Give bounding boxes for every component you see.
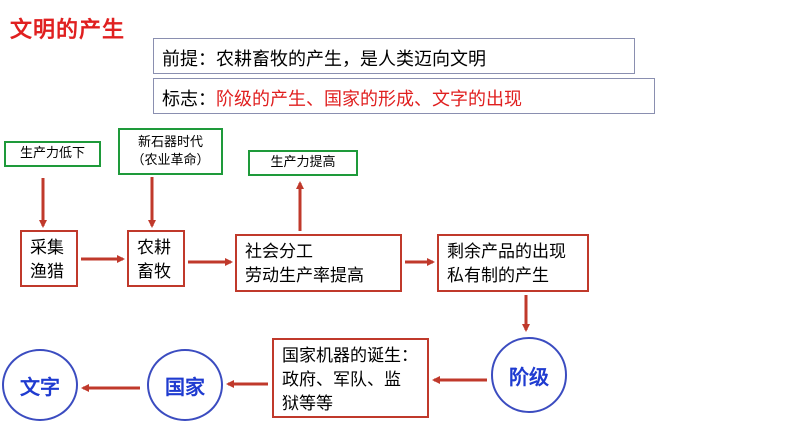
division-box: 社会分工 劳动生产率提高: [235, 234, 402, 292]
neolithic-line1: 新石器时代: [137, 135, 203, 150]
neolithic-box: 新石器时代 （农业革命）: [118, 128, 223, 175]
gathering-line1: 采集: [30, 238, 64, 258]
state-machine-line2: 政府、军队、监: [282, 370, 401, 390]
premise-label: 前提：: [162, 49, 216, 70]
division-line1: 社会分工: [245, 242, 313, 262]
sign-text: 阶级的产生、国家的形成、文字的出现: [216, 89, 522, 110]
surplus-line1: 剩余产品的出现: [447, 242, 566, 262]
productivity-up-text: 生产力提高: [270, 155, 336, 170]
state-machine-line3: 狱等等: [282, 394, 333, 414]
page-title: 文明的产生: [10, 18, 126, 43]
farming-line2: 畜牧: [137, 262, 171, 282]
sign-box: 标志：阶级的产生、国家的形成、文字的出现: [153, 78, 655, 114]
state-machine-line1: 国家机器的诞生：: [282, 346, 418, 366]
gathering-box: 采集 渔猎: [20, 230, 78, 287]
writing-circle: 文字: [2, 349, 78, 421]
low-productivity-text: 生产力低下: [19, 146, 85, 161]
class-circle: 阶级: [491, 337, 567, 413]
surplus-line2: 私有制的产生: [447, 266, 549, 286]
premise-box: 前提：农耕畜牧的产生，是人类迈向文明: [153, 38, 635, 74]
farming-line1: 农耕: [137, 238, 171, 258]
division-line2: 劳动生产率提高: [245, 266, 364, 286]
farming-box: 农耕 畜牧: [127, 230, 185, 287]
sign-label: 标志：: [162, 89, 216, 110]
surplus-box: 剩余产品的出现 私有制的产生: [437, 234, 589, 292]
state-circle: 国家: [147, 349, 223, 421]
state-machine-box: 国家机器的诞生： 政府、军队、监 狱等等: [272, 338, 429, 418]
premise-text: 农耕畜牧的产生，是人类迈向文明: [216, 49, 486, 70]
neolithic-line2: （农业革命）: [131, 153, 210, 168]
low-productivity-box: 生产力低下: [4, 141, 101, 167]
gathering-line2: 渔猎: [30, 262, 64, 282]
productivity-up-box: 生产力提高: [248, 150, 358, 176]
